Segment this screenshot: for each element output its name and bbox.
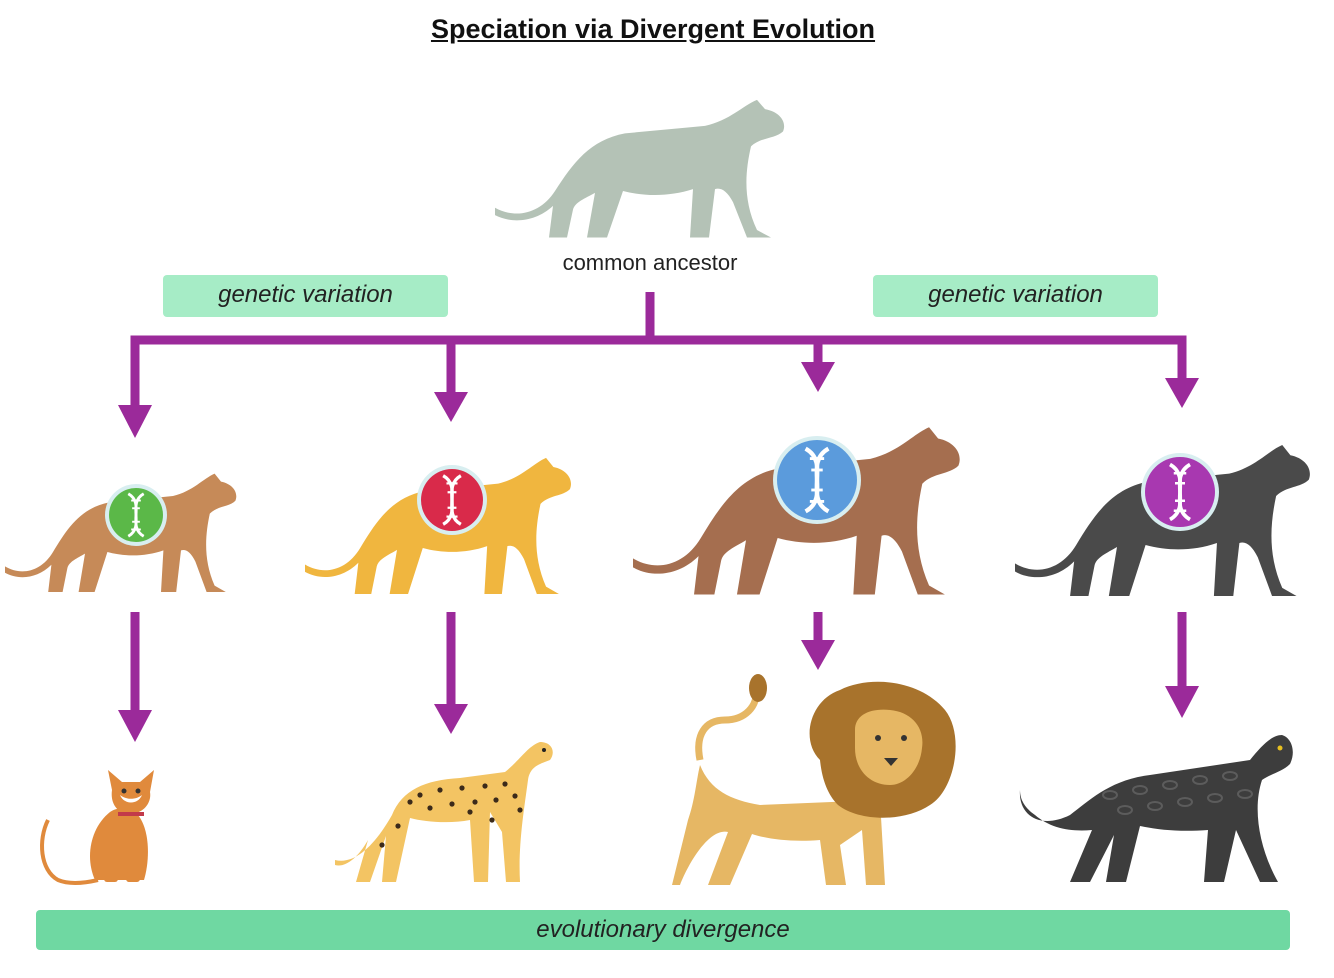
dna-icon — [105, 484, 167, 546]
common-ancestor-icon — [495, 100, 784, 238]
evolutionary-divergence-bar: evolutionary divergence — [36, 910, 1290, 950]
genetic-variation-label-left: genetic variation — [163, 275, 448, 317]
dna-icon — [773, 436, 861, 524]
cheetah-icon — [335, 742, 553, 882]
lion-icon — [672, 674, 956, 885]
down-arrowheads-top — [118, 362, 1199, 438]
common-ancestor-label: common ancestor — [500, 250, 800, 276]
down-arrows-bottom — [118, 612, 1199, 742]
dna-icon — [1141, 453, 1219, 531]
dna-icon — [417, 465, 487, 535]
genetic-variation-label-right: genetic variation — [873, 275, 1158, 317]
black-panther-icon — [1020, 735, 1293, 882]
domestic-cat-icon — [42, 770, 154, 883]
